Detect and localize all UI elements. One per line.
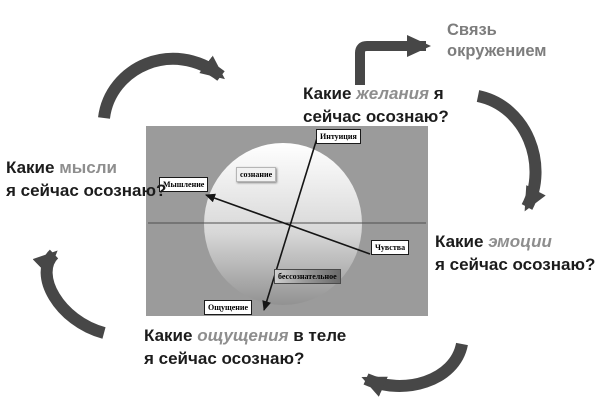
question-text: я <box>433 84 444 103</box>
keyword-emotions: эмоции <box>488 232 552 251</box>
label-feelings: Чувства <box>371 240 410 255</box>
bent-arrow-to-environment-icon <box>355 35 431 85</box>
keyword-desires: желания <box>356 84 430 103</box>
question-sensations-line1: Какие ощущения в теле <box>144 324 346 347</box>
environment-link-line2: окружением <box>447 42 547 60</box>
question-text: Какие <box>303 84 352 103</box>
question-emotions-line1: Какие эмоции <box>435 230 595 253</box>
label-conscious: сознание <box>236 167 277 182</box>
psyche-circle-layer <box>148 134 426 311</box>
label-sensation: Ощущение <box>204 300 253 315</box>
curved-arrow-bottom-right-icon <box>361 342 468 397</box>
question-sensations: Какие ощущения в теле я сейчас осознаю? <box>144 324 346 370</box>
question-thoughts-line1: Какие мысли <box>6 156 166 179</box>
psyche-functions-panel: Интуиция Мышление сознание Чувства бессо… <box>146 126 428 316</box>
keyword-thoughts: мысли <box>59 158 117 177</box>
question-emotions-line2: я сейчас осознаю? <box>435 255 596 274</box>
question-desires-line2: сейчас осознаю? <box>303 107 449 126</box>
question-sensations-line2: я сейчас осознаю? <box>144 349 305 368</box>
question-text: Какие <box>6 158 55 177</box>
question-desires-line1: Какие желания я <box>303 82 449 105</box>
question-text: в теле <box>293 326 347 345</box>
label-intuition: Интуиция <box>316 129 361 144</box>
question-thoughts-line2: я сейчас осознаю? <box>6 181 167 200</box>
environment-link-caption: Связь окружением <box>447 20 547 62</box>
curved-arrow-top-left-icon <box>98 52 225 120</box>
intuition-sensation-axis-arrow <box>262 134 319 311</box>
curved-arrow-bottom-left-icon <box>32 249 106 339</box>
environment-link-line1: Связь <box>447 21 497 39</box>
keyword-sensations: ощущения <box>197 326 289 345</box>
question-desires: Какие желания я сейчас осознаю? <box>303 82 449 128</box>
question-emotions: Какие эмоции я сейчас осознаю? <box>435 230 595 276</box>
question-text: Какие <box>144 326 193 345</box>
curved-arrow-right-icon <box>476 90 546 212</box>
label-thinking: Мышление <box>159 177 209 192</box>
feelings-thinking-axis-arrow <box>205 193 371 255</box>
psyche-circle <box>204 143 362 305</box>
question-thoughts: Какие мысли я сейчас осознаю? <box>6 156 166 202</box>
label-unconscious: бессознательное <box>274 269 341 284</box>
question-text: Какие <box>435 232 484 251</box>
